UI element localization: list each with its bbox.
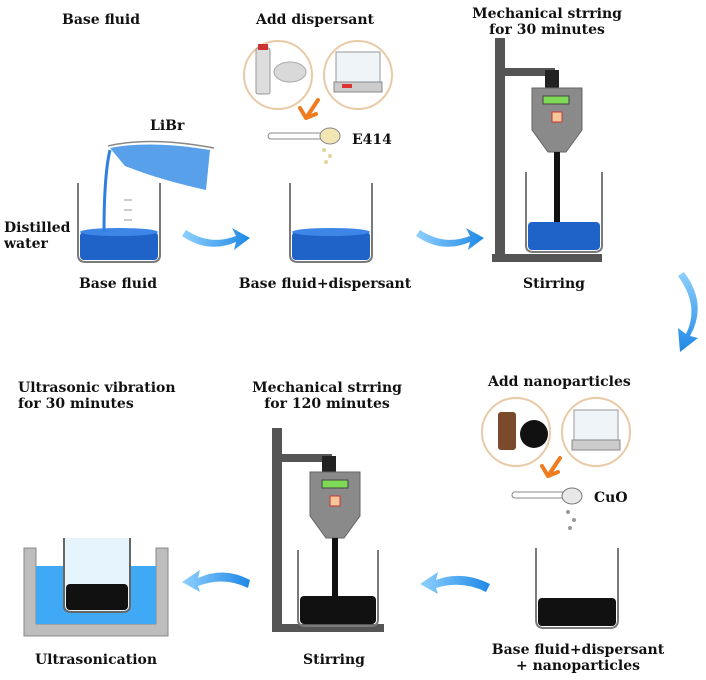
nanoparticle-bottle-icon xyxy=(481,397,551,467)
base-fluid-dispersant-caption: Base fluid+dispersant xyxy=(238,276,412,292)
flow-arrow-2 xyxy=(416,228,484,250)
base-fluid-dispersant-beaker xyxy=(289,183,373,263)
add-dispersant-title: Add dispersant xyxy=(256,12,374,28)
nano-balance-icon xyxy=(561,397,631,467)
distilled-water-line1: Distilled xyxy=(4,220,71,236)
stirrer-stand-top xyxy=(492,38,603,262)
dispersant-bottle-icon xyxy=(243,40,313,110)
stirring-top-caption: Stirring xyxy=(523,276,585,292)
final-mixture-caption-line2: + nanoparticles xyxy=(515,658,641,674)
final-mixture-caption-line1: Base fluid+dispersant xyxy=(491,642,665,658)
libr-label: LiBr xyxy=(150,118,185,134)
base-fluid-title: Base fluid xyxy=(62,12,141,28)
e414-label: E414 xyxy=(352,132,392,148)
mech-stirring-120-line1: Mechanical strring xyxy=(252,380,402,396)
add-nanoparticles-title: Add nanoparticles xyxy=(488,374,631,390)
mech-stirring-30-line2: for 30 minutes xyxy=(489,22,605,38)
base-fluid-caption: Base fluid xyxy=(78,276,158,292)
nano-orange-arrow-icon xyxy=(540,456,562,478)
orange-arrow-icon xyxy=(298,98,320,120)
nanoparticle-spoon xyxy=(511,487,583,530)
mech-stirring-120-line2: for 120 minutes xyxy=(264,396,390,412)
ultrasonic-bath xyxy=(23,538,169,637)
mech-stirring-30-line1: Mechanical strring xyxy=(472,6,622,22)
stirrer-stand-bottom xyxy=(272,428,384,632)
flow-arrow-down xyxy=(678,272,698,352)
flow-arrow-1 xyxy=(182,228,250,250)
balance-scale-icon xyxy=(323,40,393,110)
ultrasonic-title-line1: Ultrasonic vibration xyxy=(18,380,176,396)
ultrasonic-title-line2: for 30 minutes xyxy=(18,396,134,412)
cuo-label: CuO xyxy=(594,490,628,506)
pouring-beaker xyxy=(102,140,215,233)
distilled-water-line2: water xyxy=(4,236,48,252)
flow-arrow-4 xyxy=(182,570,250,592)
dispersant-spoon xyxy=(267,127,341,164)
final-mixture-beaker xyxy=(535,548,619,629)
flow-arrow-3 xyxy=(420,572,490,594)
stirring-bottom-caption: Stirring xyxy=(303,652,365,668)
ultrasonication-caption: Ultrasonication xyxy=(34,652,158,668)
base-fluid-beaker xyxy=(77,183,161,263)
